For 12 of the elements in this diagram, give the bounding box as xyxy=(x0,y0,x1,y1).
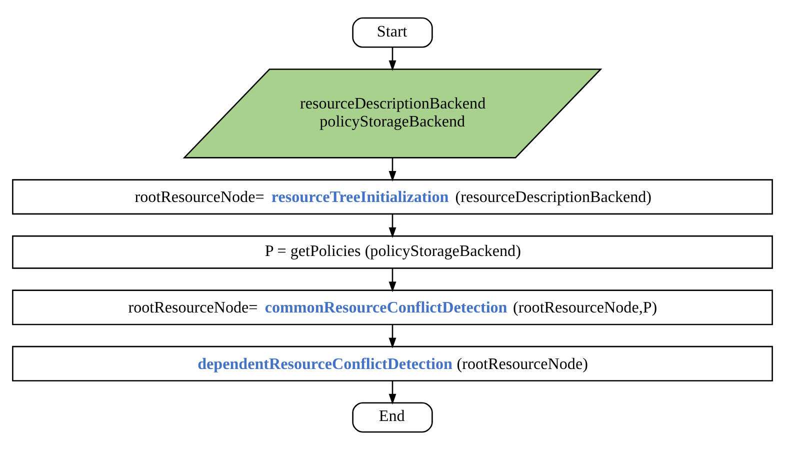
node-box: rootResourceNode= resourceTreeInitialization (resourceDescriptionBackend) xyxy=(12,179,773,215)
arrow xyxy=(388,380,396,405)
node-box: Start xyxy=(352,17,433,48)
arrow xyxy=(388,268,396,292)
node-box: rootResourceNode= commonResourceConflictDetection (rootResourceNode,P) xyxy=(12,290,773,326)
arrow xyxy=(388,158,396,182)
node-box: dependentResourceConflictDetection (rootResourceNode) xyxy=(12,346,773,382)
node-box: P = getPolicies (policyStorageBackend) xyxy=(12,235,773,269)
arrow xyxy=(388,324,396,348)
node-box: End xyxy=(352,402,433,433)
arrow xyxy=(388,47,396,72)
arrow xyxy=(388,214,396,238)
